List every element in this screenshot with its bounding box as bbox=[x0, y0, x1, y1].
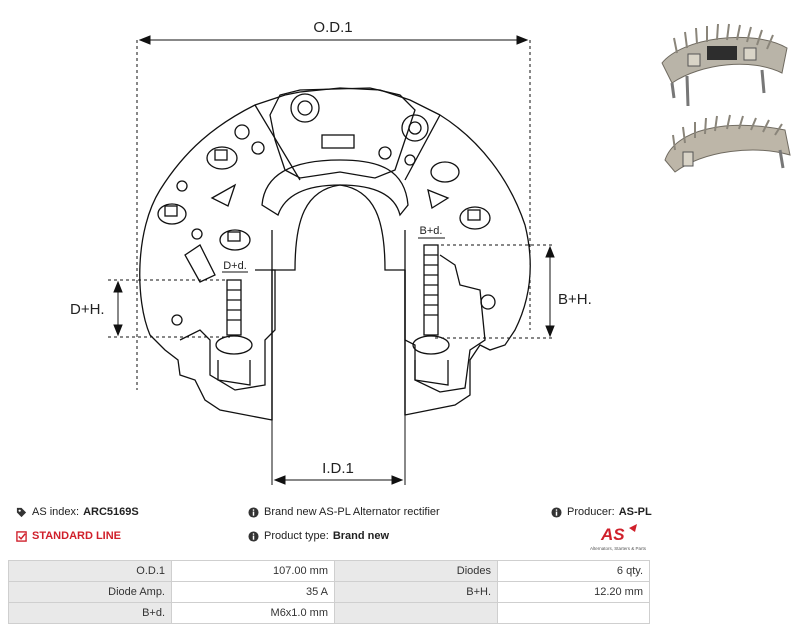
as-pl-logo: AS Alternators, Starters & Parts bbox=[590, 524, 647, 551]
info-strip: AS index:ARC5169S STANDARD LINE Brand ne… bbox=[0, 500, 800, 560]
product-photo-bottom bbox=[664, 114, 791, 173]
spec-key bbox=[334, 602, 498, 624]
logo-mark: AS bbox=[600, 525, 625, 544]
description: Brand new AS-PL Alternator rectifier bbox=[248, 506, 440, 518]
spec-key: O.D.1 bbox=[8, 560, 172, 582]
specs-table: O.D.1 107.00 mm Diodes 6 qty. Diode Amp.… bbox=[8, 560, 650, 624]
product-type: Product type:Brand new bbox=[248, 530, 389, 542]
spec-key: B+d. bbox=[8, 602, 172, 624]
table-row: B+d. M6x1.0 mm bbox=[8, 602, 650, 624]
logo-sub: Alternators, Starters & Parts bbox=[590, 546, 647, 551]
spec-value: 35 A bbox=[171, 581, 335, 603]
rectifier-body-outline bbox=[139, 87, 531, 421]
info-icon bbox=[551, 506, 562, 518]
tags-icon bbox=[16, 507, 27, 517]
spec-key: Diode Amp. bbox=[8, 581, 172, 603]
info-icon bbox=[248, 530, 259, 542]
dd-label: D+d. bbox=[223, 260, 247, 272]
spec-value bbox=[497, 602, 650, 624]
standard-line: STANDARD LINE bbox=[16, 530, 121, 542]
spec-value: 107.00 mm bbox=[171, 560, 335, 582]
table-row: Diode Amp. 35 A B+H. 12.20 mm bbox=[8, 581, 650, 603]
bd-label: B+d. bbox=[420, 225, 443, 237]
product-type-label: Product type: bbox=[264, 530, 329, 542]
description-text: Brand new AS-PL Alternator rectifier bbox=[264, 506, 440, 518]
id-label: I.D.1 bbox=[322, 460, 354, 477]
bh-label: B+H. bbox=[558, 291, 592, 308]
info-icon bbox=[248, 506, 259, 518]
spec-value: 6 qty. bbox=[497, 560, 650, 582]
product-type-value: Brand new bbox=[332, 530, 390, 542]
spec-key: B+H. bbox=[334, 581, 498, 603]
producer-value: AS-PL bbox=[618, 506, 652, 518]
standard-line-label: STANDARD LINE bbox=[32, 530, 122, 542]
center-plate bbox=[269, 87, 416, 179]
spec-value: 12.20 mm bbox=[497, 581, 650, 603]
as-index: AS index:ARC5169S bbox=[16, 506, 139, 518]
spec-key: Diodes bbox=[334, 560, 498, 582]
rectifier-drawing: O.D.1 I.D.1 D+H. B+H. D+d. B+d. bbox=[70, 19, 592, 485]
table-row: O.D.1 107.00 mm Diodes 6 qty. bbox=[8, 560, 650, 582]
as-index-value: ARC5169S bbox=[83, 506, 139, 518]
dh-label: D+H. bbox=[70, 301, 105, 318]
check-square-icon bbox=[16, 530, 27, 542]
spec-value: M6x1.0 mm bbox=[171, 602, 335, 624]
as-index-label: AS index: bbox=[32, 506, 80, 518]
producer: Producer:AS-PL bbox=[551, 506, 652, 518]
inner-bore bbox=[261, 159, 409, 217]
producer-label: Producer: bbox=[567, 506, 615, 518]
od-label: O.D.1 bbox=[313, 19, 352, 36]
product-photo-top bbox=[661, 23, 788, 107]
